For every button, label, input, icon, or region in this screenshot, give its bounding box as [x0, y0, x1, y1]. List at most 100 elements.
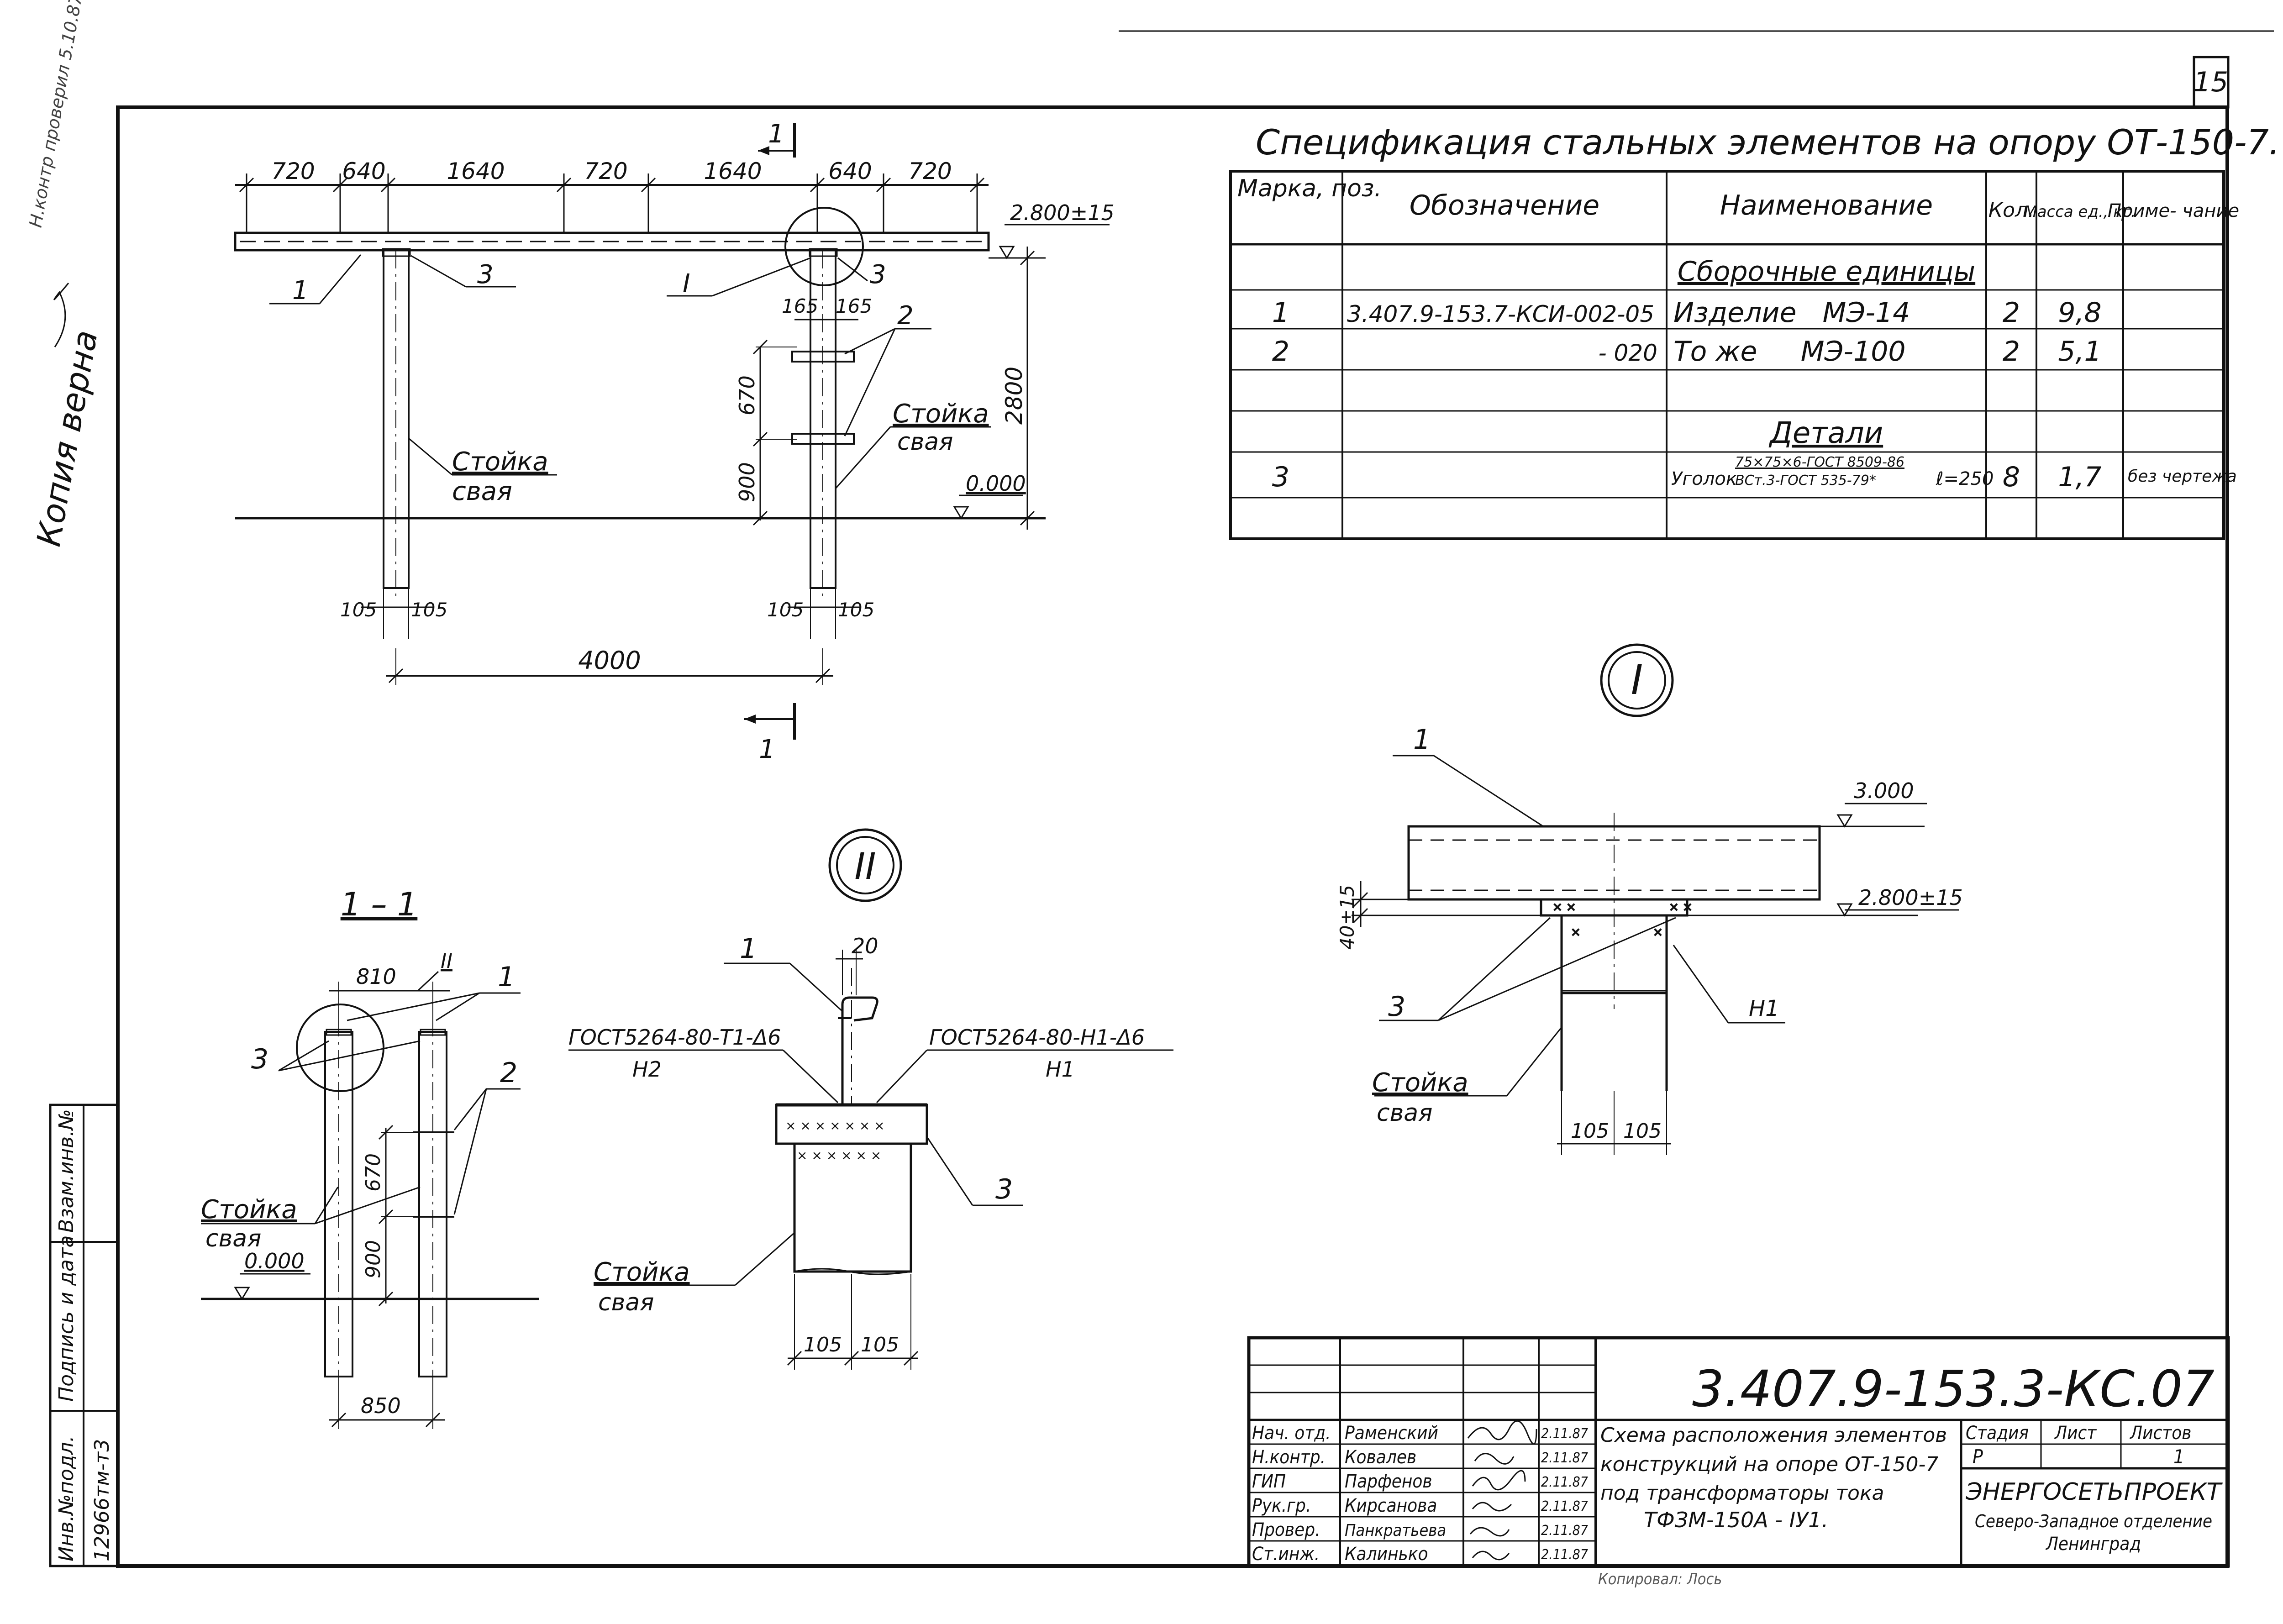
- node-i-pos3: 3: [1388, 991, 1405, 1023]
- node-i-elev-top: 3.000: [1854, 778, 1914, 803]
- section-mark-bottom-label: 1: [759, 735, 775, 764]
- tb-org-3: Ленинград: [2045, 1534, 2141, 1555]
- dim-top-4: 720: [584, 158, 627, 184]
- node-i-pile-2: свая: [1377, 1099, 1432, 1127]
- spec-section-assembly: Сборочные единицы: [1678, 256, 1975, 288]
- tb-name-5: Панкратьева: [1345, 1521, 1446, 1540]
- spec-table: Спецификация стальных элементов на опору…: [1229, 122, 2280, 540]
- node-i-pos1: 1: [1413, 724, 1431, 756]
- spec-section-details: Детали: [1768, 416, 1883, 450]
- main-d105-d: 105: [838, 599, 874, 621]
- spec-row1-designation: 3.407.9-153.7-КСИ-002-05: [1347, 301, 1654, 327]
- tb-date-4: 2.11.87: [1541, 1498, 1588, 1514]
- spec-h-qty: Кол.: [1988, 199, 2034, 222]
- main-node-mark: I: [683, 269, 690, 299]
- margin-note: Копия верна Н.контр проверил 5.10.87: [26, 0, 105, 549]
- main-pos1: 1: [292, 276, 309, 305]
- node-ii-pile-2: свая: [598, 1289, 654, 1316]
- node-i-title-ring-outer: [1600, 643, 1674, 717]
- section-mark-bottom: 1: [744, 703, 796, 764]
- tb-org-1: ЭНЕРГОСЕТЬПРОЕКТ: [1965, 1478, 2223, 1506]
- tb-sheets: 1: [2173, 1445, 2184, 1468]
- section11-pile-1: Стойка: [201, 1195, 297, 1225]
- dim-top-2: 640: [342, 158, 385, 184]
- main-pile-right-1: Стойка: [893, 399, 989, 429]
- main-d105-b: 105: [411, 599, 447, 621]
- side-stamp-inv-value: 12966тм-т3: [90, 1439, 114, 1561]
- node-i-detail: I × × × × × × 3.000 2.800±15 40: [1336, 643, 1963, 1155]
- node-i-weld: Н1: [1749, 996, 1779, 1021]
- section11-dim-810: 810: [356, 964, 396, 989]
- spec-row2-mass: 5,1: [2058, 336, 2101, 368]
- spec-h-designation: Обозначение: [1410, 189, 1599, 221]
- spec-h-mass: Масса ед., кг.: [2024, 203, 2136, 221]
- node-ii-weld-right-sub: Н1: [1046, 1057, 1075, 1082]
- spec-h-name: Наименование: [1720, 189, 1933, 221]
- tb-date-2: 2.11.87: [1541, 1450, 1588, 1466]
- tb-date-5: 2.11.87: [1541, 1523, 1588, 1539]
- tb-stage-h: Стадия: [1966, 1423, 2029, 1444]
- node-i-d105-b: 105: [1623, 1119, 1662, 1143]
- spec-row2-designation: - 020: [1599, 340, 1657, 366]
- section11-pos1: 1: [498, 961, 515, 993]
- spec-row3-qty: 8: [2003, 461, 2020, 493]
- svg-text:×: ×: [1571, 925, 1581, 939]
- tb-date-6: 2.11.87: [1541, 1547, 1588, 1563]
- tb-role-4: Рук.гр.: [1252, 1495, 1311, 1516]
- node-i-d105-a: 105: [1571, 1119, 1609, 1143]
- sheet-frame: 15: [116, 30, 2274, 1568]
- dim-top-6: 640: [828, 158, 872, 184]
- dim-top-5: 1640: [704, 158, 762, 184]
- node-ii-d105-a: 105: [804, 1333, 842, 1356]
- node-i-elev-mid: 2.800±15: [1858, 885, 1963, 910]
- tb-desc-3: под трансформаторы тока: [1600, 1482, 1884, 1505]
- dim-top-1: 720: [271, 158, 315, 184]
- main-dim-165b: 165: [836, 295, 872, 317]
- tb-sheet-h: Лист: [2054, 1423, 2097, 1444]
- tb-role-1: Нач. отд.: [1252, 1423, 1331, 1444]
- title-block: 3.407.9-153.3-КС.07 Нач. отд. Н.контр. Г…: [1247, 1336, 2230, 1568]
- main-pos2: 2: [897, 301, 914, 331]
- main-d105-a: 105: [340, 599, 377, 621]
- spec-row1-name: Изделие МЭ-14: [1673, 297, 1910, 329]
- main-pile-left-1: Стойка: [452, 447, 548, 477]
- tb-signatures: [1467, 1420, 1537, 1561]
- node-ii-d105-b: 105: [861, 1333, 899, 1356]
- main-pos3-right: 3: [870, 260, 886, 289]
- node-ii-weld-left: ГОСТ5264-80-Т1-Δ6: [568, 1025, 781, 1050]
- spec-row3-name-bottom: ВСт.3-ГОСТ 535-79*: [1735, 473, 1876, 489]
- main-pos3-left: 3: [477, 260, 494, 289]
- spec-row3-mass: 1,7: [2058, 461, 2101, 493]
- spec-row1-mass: 9,8: [2058, 297, 2101, 329]
- spec-h-note: Приме- чание: [2108, 200, 2239, 221]
- section-1-1: 1 – 1 810 II 670 900 0.000: [201, 886, 539, 1429]
- node-i-pile-1: Стойка: [1372, 1068, 1468, 1098]
- tb-name-1: Раменский: [1345, 1423, 1438, 1444]
- tb-desc-4: ТФЗМ-150А - IУ1.: [1644, 1508, 1828, 1532]
- tb-role-2: Н.контр.: [1252, 1447, 1326, 1468]
- side-stamp-sign: Подпись и дата: [55, 1235, 78, 1402]
- pile-left: [382, 248, 411, 598]
- main-d105-c: 105: [767, 599, 804, 621]
- section-mark-top: 1: [758, 119, 796, 158]
- tb-code: 3.407.9-153.3-КС.07: [1692, 1360, 2215, 1418]
- spec-title: Спецификация стальных элементов на опору…: [1256, 122, 2280, 163]
- tb-sheets-h: Листов: [2129, 1423, 2191, 1444]
- tb-role-3: ГИП: [1252, 1471, 1286, 1492]
- bottom-note: Копировал: Лось: [1598, 1570, 1722, 1588]
- spec-row1-mark: 1: [1272, 297, 1289, 329]
- section11-elev-zero: 0.000: [244, 1249, 305, 1273]
- main-pile-right-2: свая: [897, 428, 953, 456]
- dim-top-3: 1640: [447, 158, 505, 184]
- tb-name-4: Кирсанова: [1345, 1495, 1437, 1516]
- svg-text:×: ×: [1653, 925, 1663, 939]
- node-ii-weld-right: ГОСТ5264-80-Н1-Δ6: [929, 1025, 1145, 1050]
- node-ii-title: II: [854, 845, 876, 888]
- section11-dim-850: 850: [361, 1393, 401, 1418]
- section11-pos3: 3: [251, 1043, 268, 1075]
- node-ii-pos3: 3: [995, 1173, 1013, 1205]
- svg-text:× × × × × ×: × × × × × ×: [797, 1148, 881, 1163]
- node-i-circle: [784, 207, 864, 286]
- svg-text:× ×: × ×: [1669, 900, 1693, 914]
